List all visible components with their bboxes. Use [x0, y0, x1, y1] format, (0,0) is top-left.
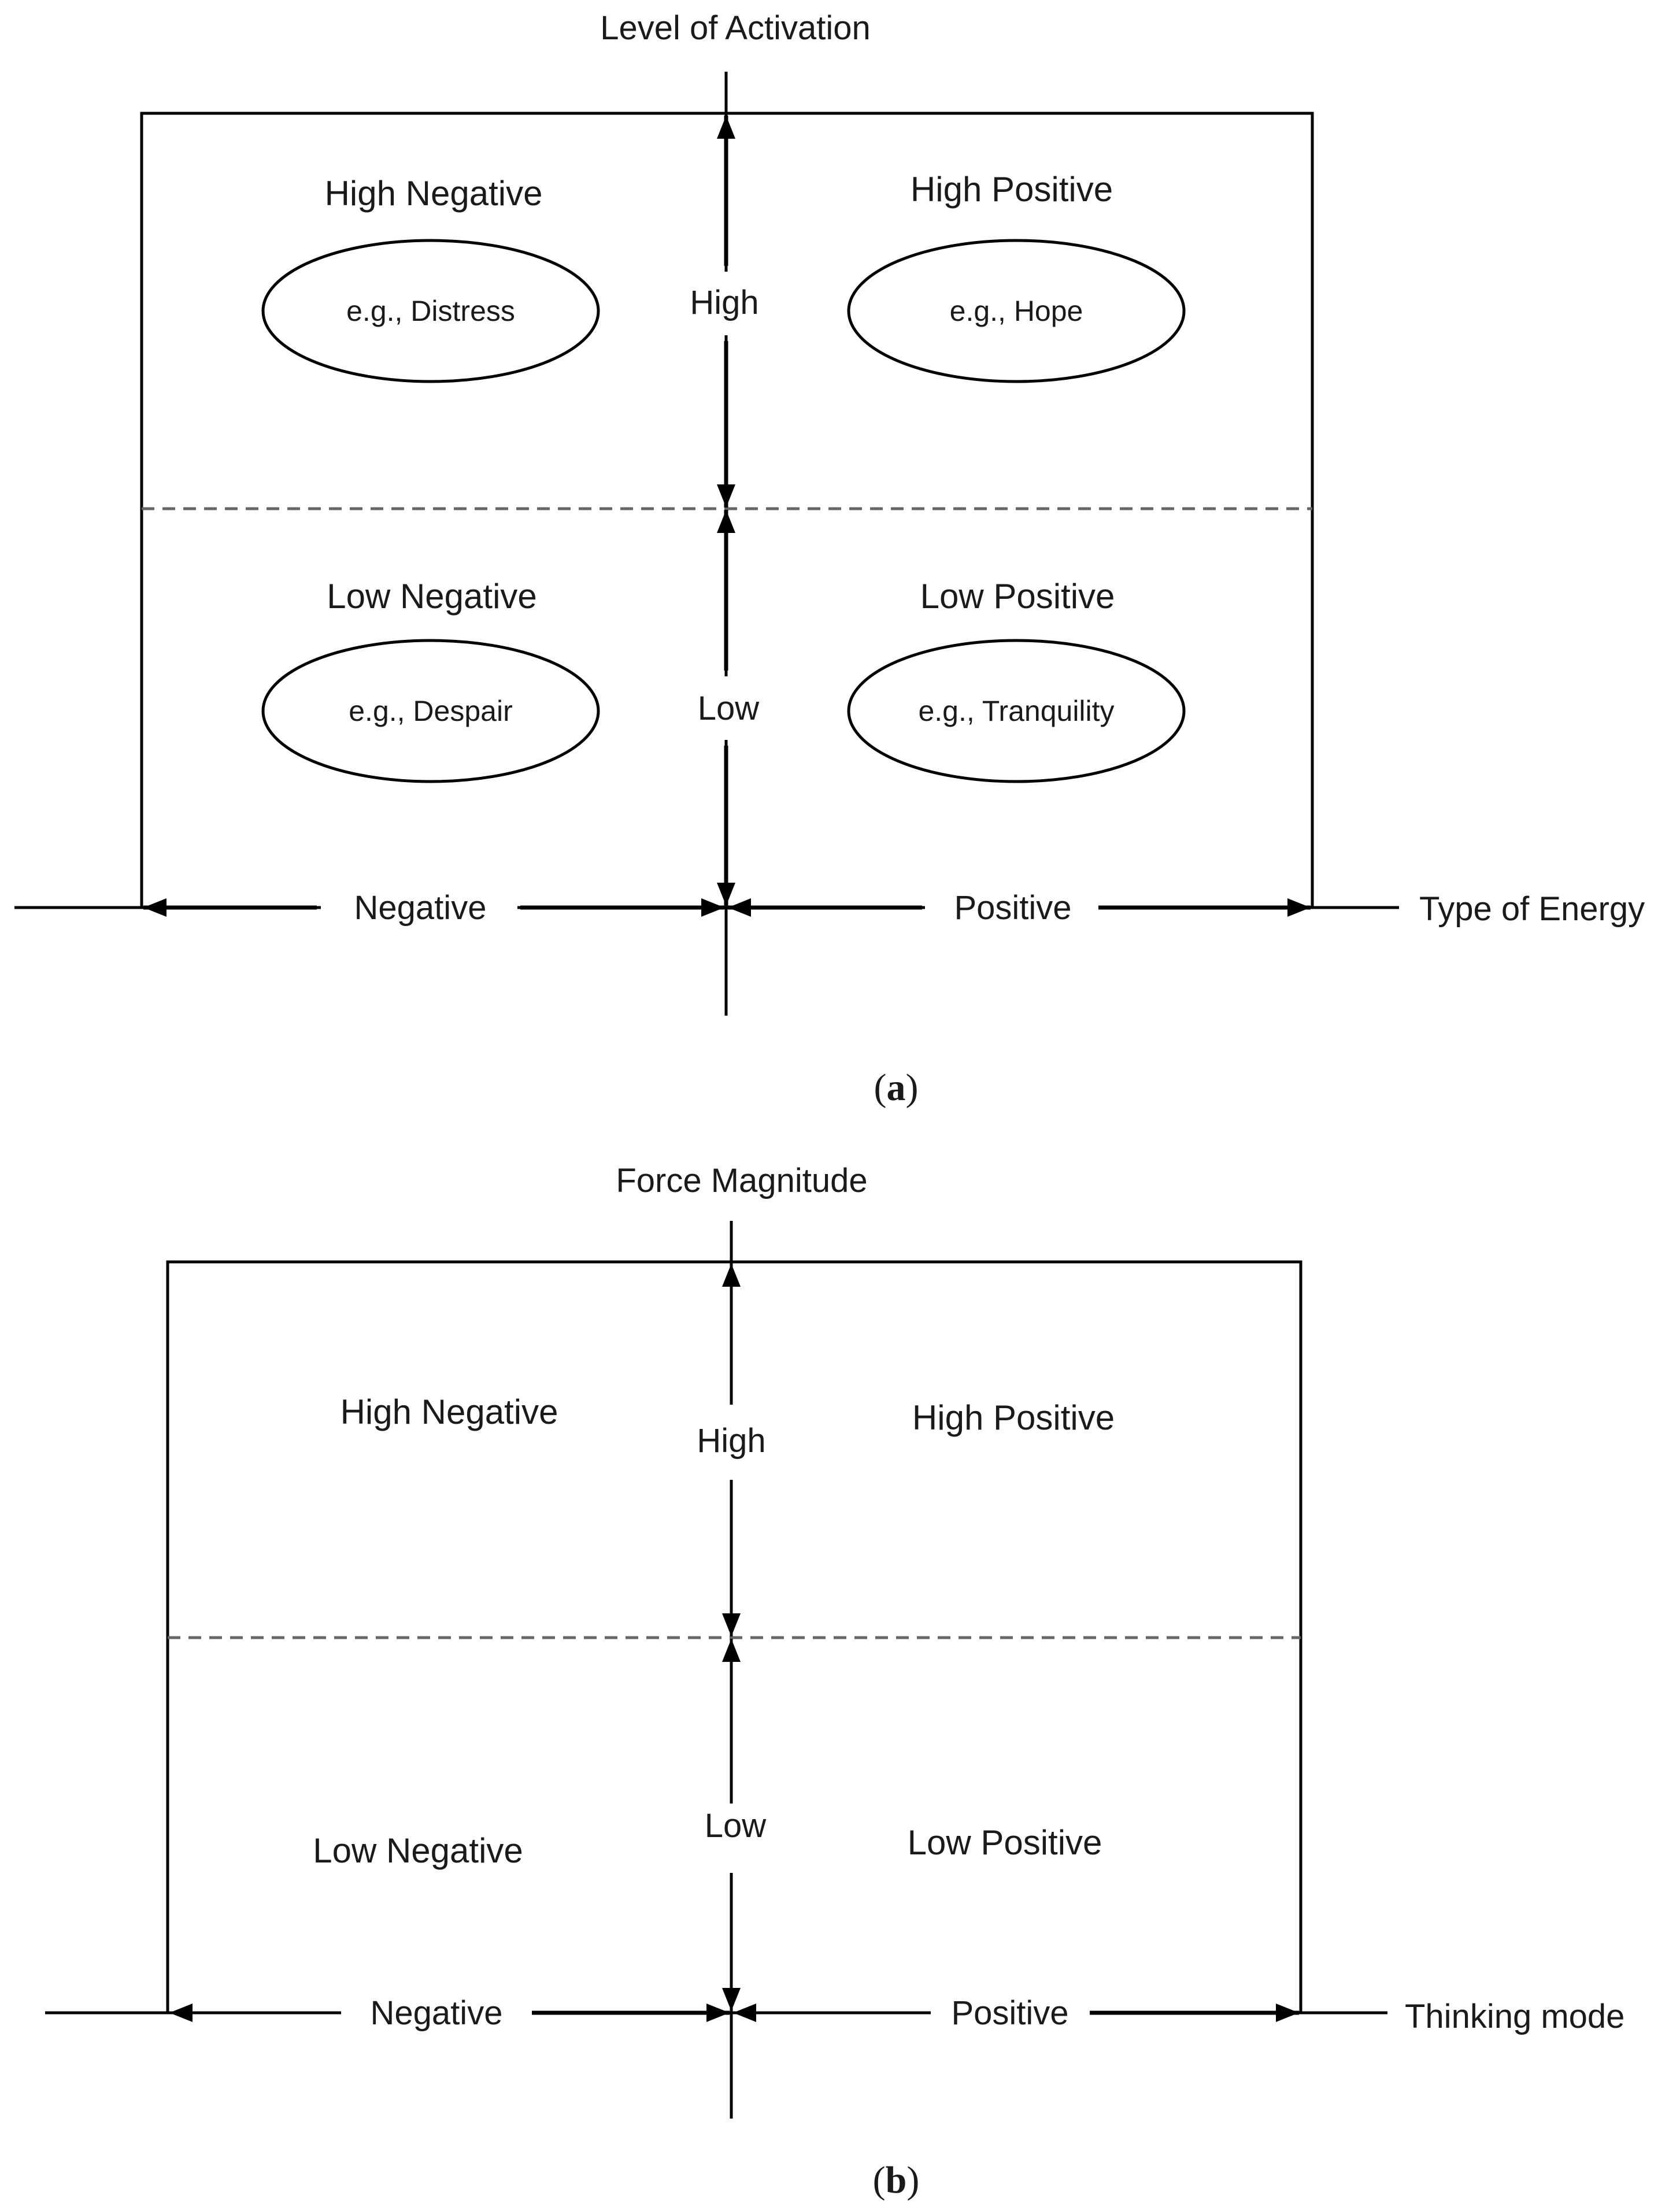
panel-b-quadrant-low-positive: Low Positive: [908, 1823, 1102, 1862]
panel-a-example-distress-ellipse: [261, 239, 600, 383]
panel-a-example-despair-ellipse: [261, 639, 600, 783]
panel-a-low-label: Low: [698, 690, 760, 727]
panel-b-negative-label: Negative: [371, 1994, 503, 2032]
panel-a-caption: (a): [874, 1067, 919, 1109]
panel-a-quadrant-low-negative: Low Negative: [327, 577, 537, 616]
panel-a-example-tranquility-ellipse: [847, 639, 1186, 783]
panel-b-y-axis-label: Force Magnitude: [616, 1162, 867, 1199]
panel-a-quadrant-high-positive: High Positive: [911, 170, 1113, 209]
panel-b-quadrant-high-negative: High Negative: [341, 1393, 558, 1431]
panel-a-example-hope-ellipse: [847, 239, 1186, 383]
panel-a-x-axis-label: Type of Energy: [1419, 890, 1645, 928]
panel-a-example-despair: e.g., Despair: [349, 695, 512, 727]
panel-a-frame: [140, 112, 1314, 908]
panel-a-quadrant-high-negative: High Negative: [325, 174, 543, 213]
panel-b-positive-label: Positive: [951, 1994, 1068, 2032]
panel-b-low-label: Low: [705, 1807, 767, 1845]
panel-a-negative-label: Negative: [354, 889, 487, 927]
panel-a-example-distress: e.g., Distress: [346, 295, 515, 327]
panel-a-example-hope: e.g., Hope: [950, 295, 1083, 327]
panel-a-positive-label: Positive: [954, 889, 1071, 927]
panel-a-y-axis-label: Level of Activation: [600, 9, 871, 47]
panel-b-high-label: High: [697, 1422, 765, 1460]
panel-b-x-axis-label: Thinking mode: [1405, 1998, 1625, 2035]
panel-a-quadrant-low-positive: Low Positive: [920, 577, 1115, 616]
panel-b: Force Magnitude Thinking mode High Low N…: [45, 1162, 1625, 2201]
panel-a: Level of Activation Type of Energy High …: [14, 9, 1645, 1109]
panel-b-caption: (b): [873, 2159, 920, 2201]
panel-a-example-tranquility: e.g., Tranquility: [918, 695, 1114, 727]
panel-b-quadrant-low-negative: Low Negative: [313, 1831, 523, 1870]
panel-b-quadrant-high-positive: High Positive: [912, 1398, 1115, 1437]
panel-a-high-label: High: [690, 284, 758, 321]
